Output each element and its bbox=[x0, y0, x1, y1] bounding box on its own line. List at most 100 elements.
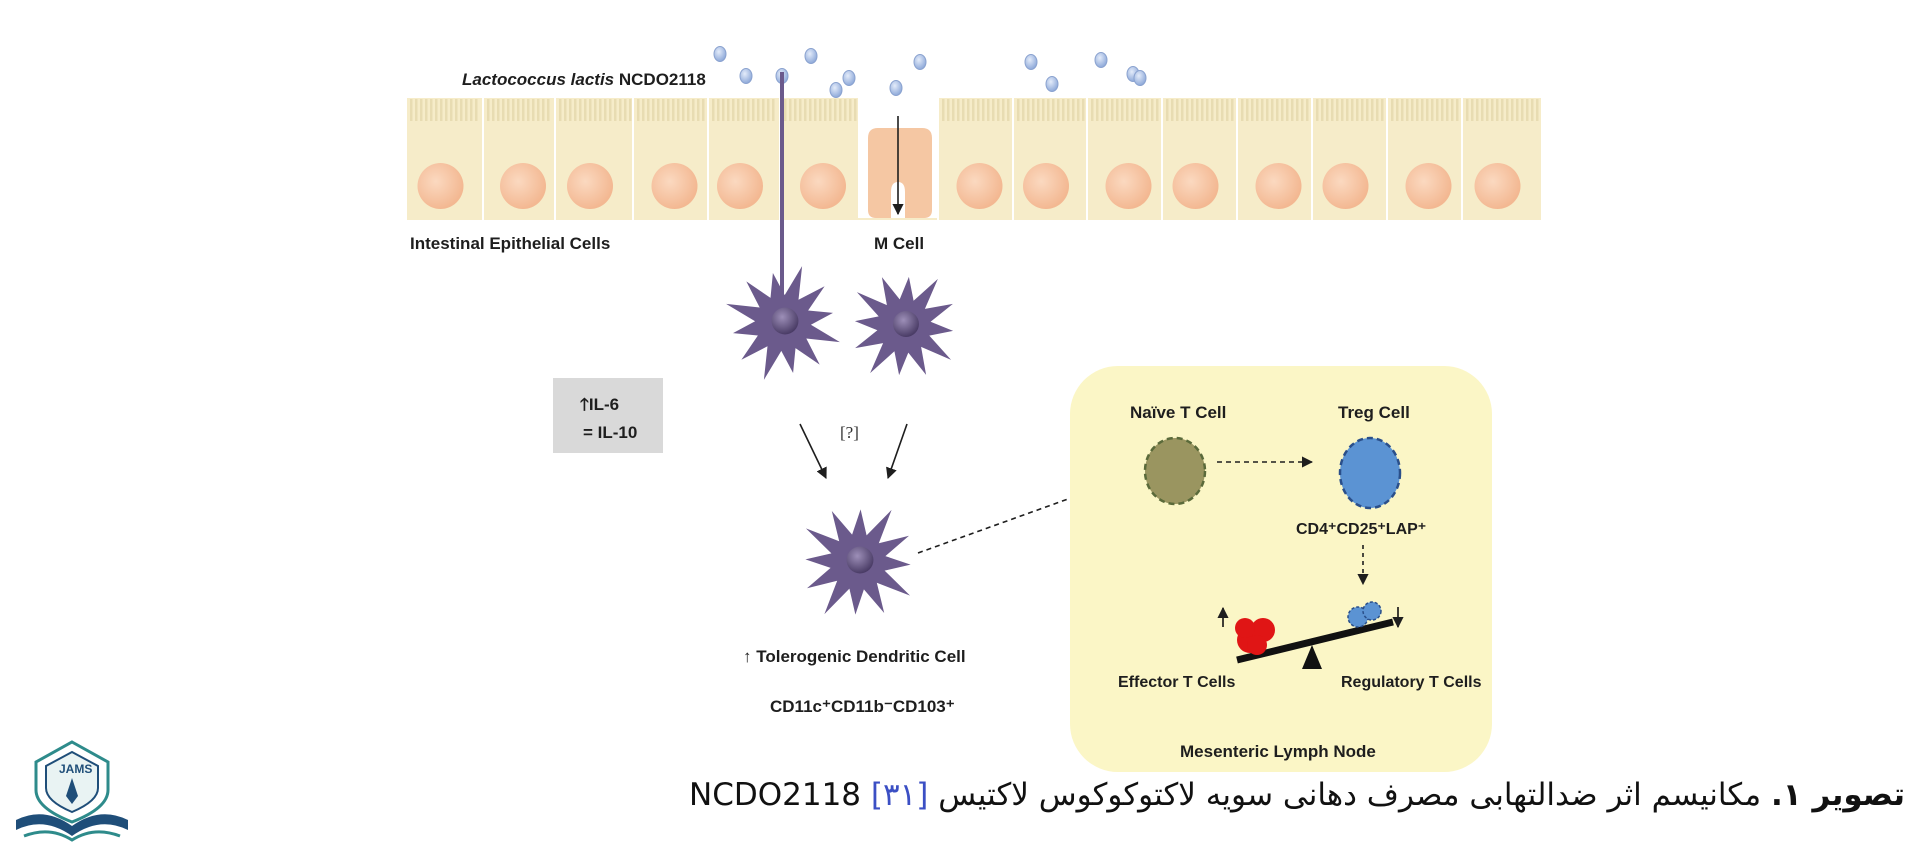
microvillus bbox=[502, 99, 505, 121]
figure-label: تصویر ۱. bbox=[1770, 777, 1905, 813]
microvillus bbox=[1341, 99, 1344, 121]
microvillus bbox=[732, 99, 735, 121]
microvillus bbox=[604, 99, 607, 121]
microvillus bbox=[1246, 99, 1249, 121]
microvillus bbox=[440, 99, 443, 121]
microvillus bbox=[497, 99, 500, 121]
microvillus bbox=[445, 99, 448, 121]
microvillus bbox=[1266, 99, 1269, 121]
microvillus bbox=[1136, 99, 1139, 121]
microvillus bbox=[809, 99, 812, 121]
microvillus bbox=[460, 99, 463, 121]
microvillus bbox=[1241, 99, 1244, 121]
nucleus bbox=[1172, 163, 1219, 209]
bacterium bbox=[913, 54, 927, 70]
microvillus bbox=[997, 99, 1000, 121]
microvillus bbox=[814, 99, 817, 121]
bacterium bbox=[889, 80, 903, 96]
microvilli bbox=[410, 99, 1539, 121]
microvillus bbox=[1047, 99, 1050, 121]
microvillus bbox=[564, 99, 567, 121]
microvillus bbox=[662, 99, 665, 121]
microvillus bbox=[962, 99, 965, 121]
nucleus bbox=[956, 163, 1003, 209]
microvillus bbox=[972, 99, 975, 121]
microvillus bbox=[799, 99, 802, 121]
microvillus bbox=[579, 99, 582, 121]
microvillus bbox=[1171, 99, 1174, 121]
microvillus bbox=[1032, 99, 1035, 121]
microvillus bbox=[697, 99, 700, 121]
microvillus bbox=[1166, 99, 1169, 121]
nucleus bbox=[1322, 163, 1369, 209]
microvillus bbox=[1371, 99, 1374, 121]
cytokine-box: 🡑IL-6 = IL-10 bbox=[553, 378, 663, 453]
tolerogenic-dendritic-cell bbox=[805, 509, 911, 615]
microvillus bbox=[1431, 99, 1434, 121]
microvillus bbox=[1146, 99, 1149, 121]
microvillus bbox=[435, 99, 438, 121]
microvillus bbox=[410, 99, 413, 121]
microvillus bbox=[1096, 99, 1099, 121]
microvillus bbox=[599, 99, 602, 121]
nucleus bbox=[1255, 163, 1302, 209]
microvillus bbox=[1451, 99, 1454, 121]
effector-label: Effector T Cells bbox=[1118, 674, 1235, 691]
microvillus bbox=[465, 99, 468, 121]
microvillus bbox=[1391, 99, 1394, 121]
microvillus bbox=[834, 99, 837, 121]
microvillus bbox=[1057, 99, 1060, 121]
microvillus bbox=[542, 99, 545, 121]
microvillus bbox=[492, 99, 495, 121]
microvillus bbox=[1261, 99, 1264, 121]
microvillus bbox=[450, 99, 453, 121]
microvillus bbox=[507, 99, 510, 121]
dendritic-cell-right bbox=[854, 276, 954, 376]
microvillus bbox=[1501, 99, 1504, 121]
microvillus bbox=[532, 99, 535, 121]
nucleus bbox=[1105, 163, 1152, 209]
microvillus bbox=[1456, 99, 1459, 121]
microvillus bbox=[1017, 99, 1020, 121]
microvillus bbox=[624, 99, 627, 121]
microvillus bbox=[1521, 99, 1524, 121]
microvillus bbox=[1326, 99, 1329, 121]
microvillus bbox=[1062, 99, 1065, 121]
microvillus bbox=[1336, 99, 1339, 121]
microvillus bbox=[854, 99, 857, 121]
microvillus bbox=[957, 99, 960, 121]
bacterium bbox=[1133, 70, 1147, 86]
microvillus bbox=[1052, 99, 1055, 121]
dendritic-cell-left bbox=[726, 266, 840, 380]
bacteria-label: Lactococcus lactis NCDO2118 bbox=[462, 70, 706, 89]
microvillus bbox=[1002, 99, 1005, 121]
microvillus bbox=[702, 99, 705, 121]
microvillus bbox=[677, 99, 680, 121]
microvillus bbox=[1411, 99, 1414, 121]
microvillus bbox=[559, 99, 562, 121]
microvillus bbox=[849, 99, 852, 121]
microvillus bbox=[487, 99, 490, 121]
microvillus bbox=[1321, 99, 1324, 121]
microvillus bbox=[1216, 99, 1219, 121]
microvillus bbox=[512, 99, 515, 121]
naive-t-cell bbox=[1143, 436, 1207, 506]
microvillus bbox=[1296, 99, 1299, 121]
microvillus bbox=[522, 99, 525, 121]
microvillus bbox=[584, 99, 587, 121]
microvillus bbox=[420, 99, 423, 121]
journal-emblem-icon bbox=[16, 740, 128, 842]
nucleus bbox=[800, 163, 846, 209]
caption-reference-link[interactable]: [۳۱] bbox=[870, 777, 929, 813]
microvillus bbox=[1176, 99, 1179, 121]
microvillus bbox=[1101, 99, 1104, 121]
figure-caption: تصویر ۱. مکانیسم اثر ضدالتهابی مصرف دهان… bbox=[689, 770, 1905, 820]
microvillus bbox=[952, 99, 955, 121]
microvillus bbox=[1436, 99, 1439, 121]
microvillus bbox=[987, 99, 990, 121]
microvillus bbox=[1511, 99, 1514, 121]
microvillus bbox=[1441, 99, 1444, 121]
microvillus bbox=[1196, 99, 1199, 121]
microvillus bbox=[1366, 99, 1369, 121]
